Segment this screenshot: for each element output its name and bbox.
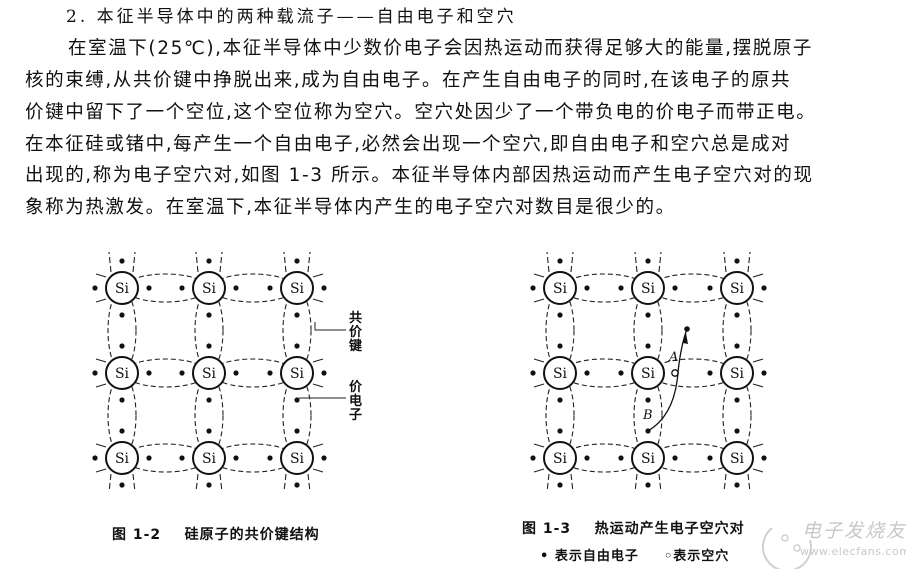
watermark-url: www.elecfans.com (800, 545, 906, 558)
svg-text:Si: Si (290, 281, 305, 297)
svg-text:Si: Si (290, 451, 305, 467)
paragraph-line-1: 在室温下(25℃),本征半导体中少数价电子会因热运动而获得足够大的能量,摆脱原子 (68, 38, 814, 59)
point-b-label: B (643, 408, 653, 423)
svg-text:Si: Si (730, 451, 745, 467)
svg-text:Si: Si (115, 366, 130, 382)
paragraph-line-4: 在本征硅或锗中,每产生一个自由电子,必然会出现一个空穴,即自由电子和空穴总是成对 (25, 134, 792, 155)
svg-text:Si: Si (553, 451, 568, 467)
paragraph-line-2: 核的束缚,从共价键中挣脱出来,成为自由电子。在产生自由电子的同时,在该电子的原共 (25, 70, 792, 91)
legend-free-electron: • 表示自由电子 (540, 549, 639, 564)
svg-text:Si: Si (115, 451, 130, 467)
figure-1-2-caption: 图 1-2 硅原子的共价键结构 (112, 527, 320, 543)
paragraph-line-6: 象称为热激发。在室温下,本征半导体内产生的电子空穴对数目是很少的。 (25, 197, 676, 218)
svg-text:Si: Si (730, 281, 745, 297)
watermark-title: 电子发烧友 (802, 520, 906, 542)
svg-text:Si: Si (641, 366, 656, 382)
svg-text:Si: Si (730, 366, 745, 382)
svg-text:Si: Si (553, 366, 568, 382)
section-heading: 2. 本征半导体中的两种载流子——自由电子和空穴 (66, 7, 517, 27)
svg-text:Si: Si (202, 366, 217, 382)
paragraph-line-3: 价键中留下了一个空位,这个空位称为空穴。空穴处因少了一个带负电的价电子而带正电。 (25, 102, 817, 123)
figure-1-3-caption: 图 1-3 热运动产生电子空穴对 (522, 521, 745, 537)
svg-text:Si: Si (553, 281, 568, 297)
svg-text:Si: Si (202, 281, 217, 297)
svg-text:Si: Si (202, 451, 217, 467)
svg-text:Si: Si (641, 281, 656, 297)
svg-text:Si: Si (115, 281, 130, 297)
label-covalent-bond: 共 价 键 (349, 311, 363, 354)
svg-text:Si: Si (290, 366, 305, 382)
legend-hole: ◦表示空穴 (664, 549, 730, 564)
svg-text:Si: Si (641, 451, 656, 467)
point-a-label: A (669, 350, 679, 365)
label-valence-electron: 价 电 子 (349, 380, 363, 423)
paragraph-line-5: 出现的,称为电子空穴对,如图 1-3 所示。本征半导体内部因热运动而产生电子空穴… (25, 165, 814, 186)
